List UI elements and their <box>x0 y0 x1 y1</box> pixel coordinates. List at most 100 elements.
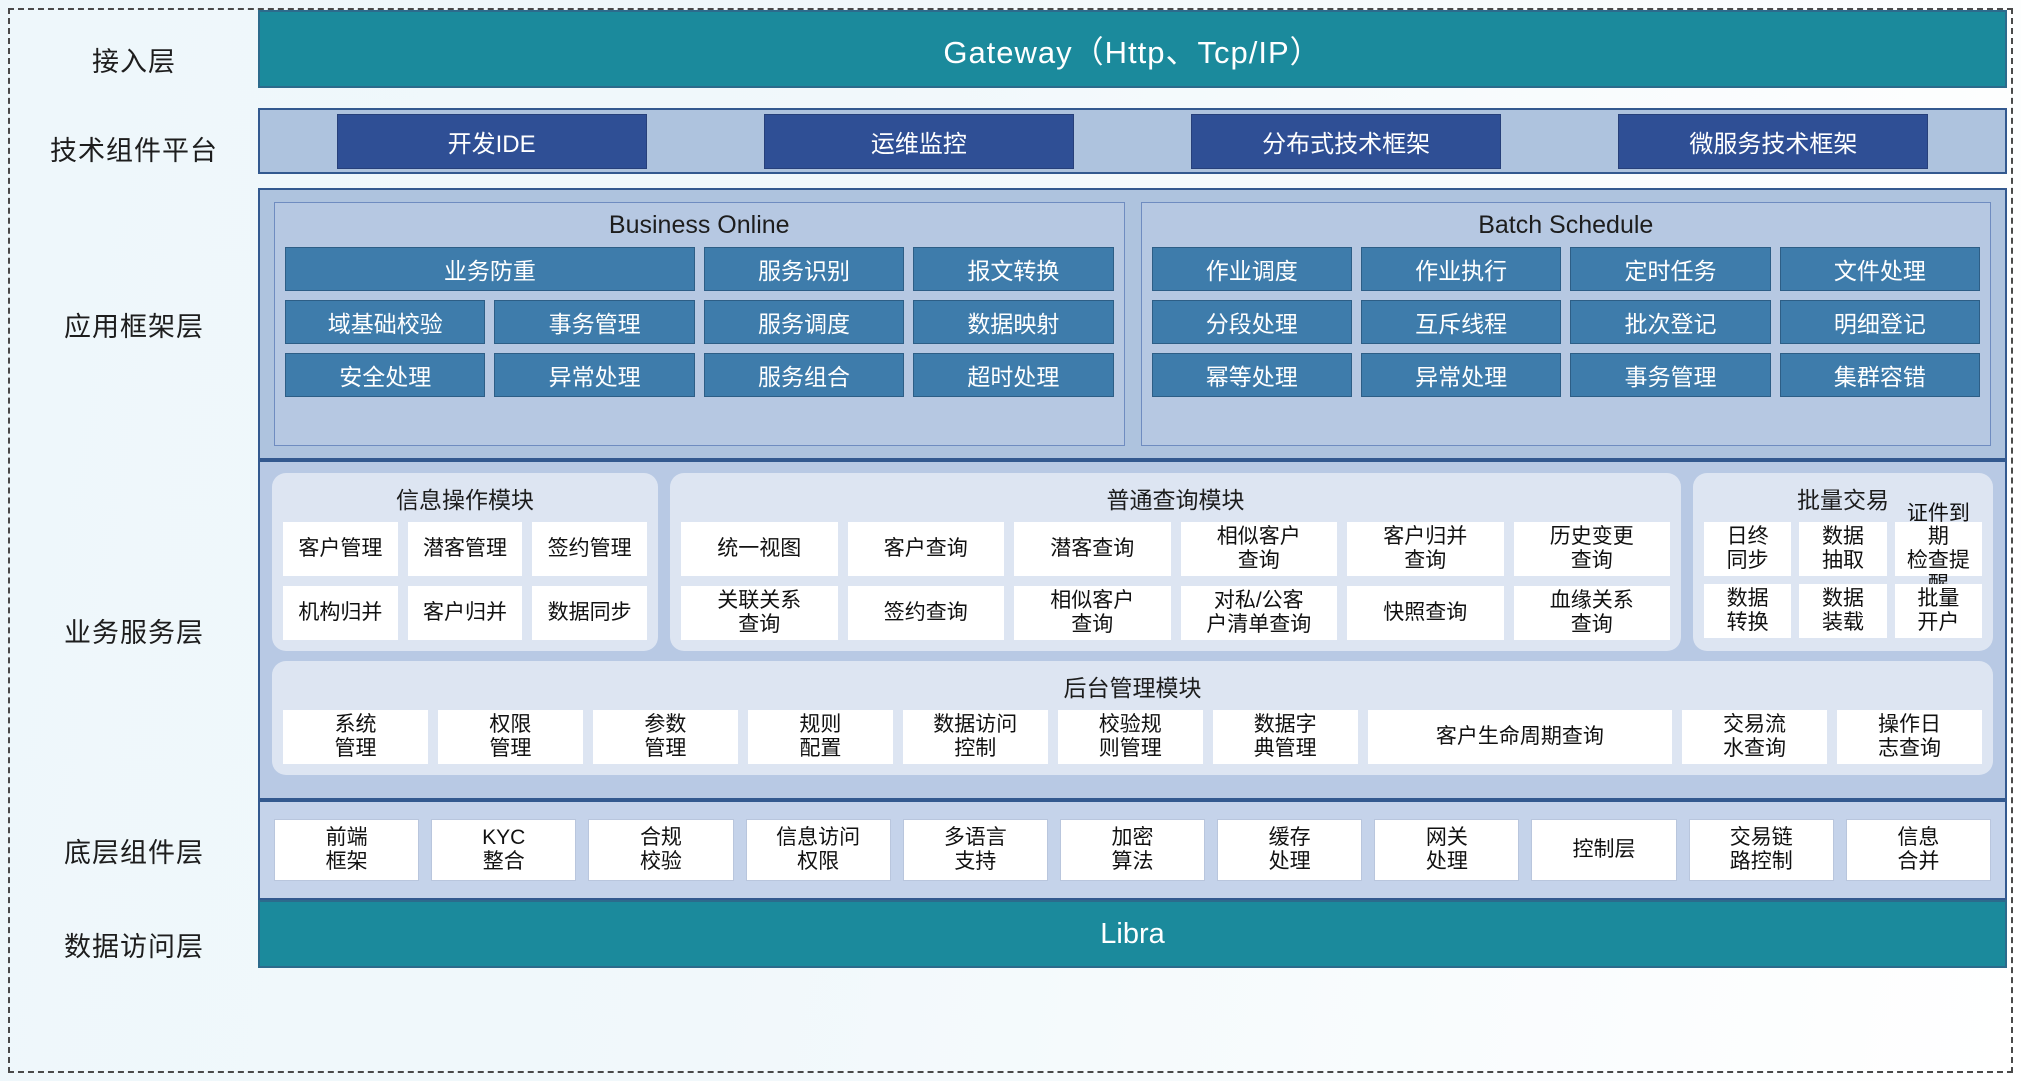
cell-unified-view[interactable]: 统一视图 <box>681 522 838 576</box>
cell-transaction-chain-control[interactable]: 交易链路控制 <box>1688 819 1834 881</box>
cell-system-mgmt[interactable]: 系统管理 <box>283 710 428 764</box>
cell-transaction-log-query[interactable]: 交易流水查询 <box>1682 710 1828 764</box>
cell-eod-sync[interactable]: 日终同步 <box>1704 522 1792 576</box>
layer-row-access: 接入层 Gateway（Http、Tcp/IP） <box>10 10 2007 108</box>
cell-data-sync[interactable]: 数据同步 <box>532 586 647 640</box>
layer-stack: 接入层 Gateway（Http、Tcp/IP） 技术组件平台 开发IDE 运维… <box>10 10 2007 1071</box>
cell-cache-processing[interactable]: 缓存处理 <box>1217 819 1363 881</box>
cell-service-dispatch[interactable]: 服务调度 <box>703 300 905 344</box>
cell-info-access-permission[interactable]: 信息访问权限 <box>745 819 891 881</box>
admin-module-grid: 系统管理 权限管理 参数管理 规则配置 数据访问控制 校验规则管理 数据字典管理… <box>283 710 1982 764</box>
layer-label-components: 底层组件层 <box>64 837 204 868</box>
cell-org-merge[interactable]: 机构归并 <box>283 586 398 640</box>
group-title-batch-schedule: Batch Schedule <box>1478 211 1654 239</box>
libra-bar[interactable]: Libra <box>258 900 2007 968</box>
cell-validation-rule-mgmt[interactable]: 校验规则管理 <box>1057 710 1203 764</box>
layer-label-appframe: 应用框架层 <box>64 311 204 342</box>
cell-batch-exception-processing[interactable]: 异常处理 <box>1360 353 1562 397</box>
cell-data-load[interactable]: 数据装载 <box>1799 584 1887 638</box>
cell-operation-log-query[interactable]: 操作日志查询 <box>1837 710 1982 764</box>
cell-gateway-processing[interactable]: 网关处理 <box>1374 819 1520 881</box>
cell-id-expiry-reminder[interactable]: 证件到期检查提醒 <box>1894 502 1982 596</box>
cell-lineage-query[interactable]: 血缘关系查询 <box>1513 586 1670 640</box>
tech-chip-microservice-framework[interactable]: 微服务技术框架 <box>1618 113 1929 169</box>
info-operation-grid: 客户管理 潜客管理 签约管理 机构归并 客户归并 数据同步 <box>283 522 647 640</box>
cell-domain-validation[interactable]: 域基础校验 <box>285 300 486 344</box>
tech-chip-ide[interactable]: 开发IDE <box>336 113 647 169</box>
layer-row-data: 数据访问层 Libra <box>10 900 2007 988</box>
cell-service-identify[interactable]: 服务识别 <box>703 247 905 291</box>
card-admin-module: 后台管理模块 系统管理 权限管理 参数管理 规则配置 数据访问控制 校验规则管理… <box>272 661 1993 775</box>
cell-permission-mgmt[interactable]: 权限管理 <box>437 710 583 764</box>
cell-contract-query[interactable]: 签约查询 <box>847 586 1004 640</box>
cell-business-dedup[interactable]: 业务防重 <box>285 247 695 291</box>
layer-row-service: 业务服务层 信息操作模块 客户管理 潜客管理 签约管理 机构归并 客户归 <box>10 460 2007 800</box>
group-title-business-online: Business Online <box>608 211 790 239</box>
cell-multilanguage-support[interactable]: 多语言支持 <box>902 819 1048 881</box>
layer-label-access: 接入层 <box>92 46 176 77</box>
cell-customer-merge-query[interactable]: 客户归并查询 <box>1347 522 1504 576</box>
cell-customer-merge[interactable]: 客户归并 <box>407 586 523 640</box>
cell-data-extract[interactable]: 数据抽取 <box>1799 522 1887 576</box>
common-query-grid: 统一视图 客户查询 潜客查询 相似客户查询 客户归并查询 历史变更查询 关联关系… <box>681 522 1670 640</box>
cell-similar-customer-query-2[interactable]: 相似客户查询 <box>1014 586 1171 640</box>
cell-rule-config[interactable]: 规则配置 <box>747 710 893 764</box>
business-service-band: 信息操作模块 客户管理 潜客管理 签约管理 机构归并 客户归并 数据同步 <box>258 460 2007 800</box>
cell-detail-registration[interactable]: 明细登记 <box>1779 300 1980 344</box>
cell-snapshot-query[interactable]: 快照查询 <box>1347 586 1504 640</box>
cell-customer-mgmt[interactable]: 客户管理 <box>283 522 398 576</box>
cell-segment-processing[interactable]: 分段处理 <box>1151 300 1352 344</box>
cell-timed-task[interactable]: 定时任务 <box>1570 247 1771 291</box>
cell-prospect-query[interactable]: 潜客查询 <box>1014 522 1171 576</box>
cell-prospect-mgmt[interactable]: 潜客管理 <box>407 522 523 576</box>
cell-exception-processing[interactable]: 异常处理 <box>494 353 695 397</box>
cell-data-access-control[interactable]: 数据访问控制 <box>902 710 1048 764</box>
cell-batch-registration[interactable]: 批次登记 <box>1570 300 1771 344</box>
cell-control-layer[interactable]: 控制层 <box>1531 819 1677 881</box>
cell-frontend-framework[interactable]: 前端框架 <box>274 819 420 881</box>
cell-job-execute[interactable]: 作业执行 <box>1360 247 1562 291</box>
cell-service-composition[interactable]: 服务组合 <box>703 353 905 397</box>
batch-schedule-grid: 作业调度 作业执行 定时任务 文件处理 分段处理 互斥线程 批次登记 明细登记 … <box>1151 247 1980 397</box>
cell-security-processing[interactable]: 安全处理 <box>285 353 486 397</box>
cell-retail-corporate-list-query[interactable]: 对私/公客户清单查询 <box>1180 586 1337 640</box>
cell-idempotent-processing[interactable]: 幂等处理 <box>1151 353 1352 397</box>
gateway-bar[interactable]: Gateway（Http、Tcp/IP） <box>258 10 2007 88</box>
card-title-batch-transaction: 批量交易 <box>1797 487 1889 513</box>
cell-job-schedule[interactable]: 作业调度 <box>1151 247 1352 291</box>
cell-batch-account-open[interactable]: 批量开户 <box>1894 584 1982 638</box>
cell-parameter-mgmt[interactable]: 参数管理 <box>592 710 738 764</box>
cell-batch-transaction-mgmt[interactable]: 事务管理 <box>1570 353 1771 397</box>
tech-chip-ops-monitor[interactable]: 运维监控 <box>763 113 1074 169</box>
cell-data-dictionary-mgmt[interactable]: 数据字典管理 <box>1212 710 1358 764</box>
cell-data-mapping[interactable]: 数据映射 <box>913 300 1114 344</box>
cell-customer-lifecycle-query[interactable]: 客户生命周期查询 <box>1367 710 1673 764</box>
cell-file-processing[interactable]: 文件处理 <box>1779 247 1980 291</box>
cell-history-change-query[interactable]: 历史变更查询 <box>1513 522 1670 576</box>
cell-info-merge[interactable]: 信息合并 <box>1845 819 1991 881</box>
cell-compliance-check[interactable]: 合规校验 <box>588 819 734 881</box>
card-common-query: 普通查询模块 统一视图 客户查询 潜客查询 相似客户查询 客户归并查询 历史变更… <box>670 473 1681 651</box>
card-title-common-query: 普通查询模块 <box>1106 487 1245 513</box>
cell-similar-customer-query[interactable]: 相似客户查询 <box>1180 522 1337 576</box>
layer-label-service: 业务服务层 <box>64 617 204 648</box>
cell-transaction-mgmt[interactable]: 事务管理 <box>494 300 695 344</box>
cell-relation-query[interactable]: 关联关系查询 <box>681 586 838 640</box>
cell-encryption-algorithm[interactable]: 加密算法 <box>1059 819 1206 881</box>
cell-customer-query[interactable]: 客户查询 <box>847 522 1004 576</box>
card-title-info-operation: 信息操作模块 <box>396 487 534 513</box>
cell-message-transform[interactable]: 报文转换 <box>913 247 1114 291</box>
layer-row-tech: 技术组件平台 开发IDE 运维监控 分布式技术框架 微服务技术框架 <box>10 108 2007 188</box>
cell-contract-mgmt[interactable]: 签约管理 <box>532 522 647 576</box>
cell-timeout-processing[interactable]: 超时处理 <box>913 353 1114 397</box>
service-top-row: 信息操作模块 客户管理 潜客管理 签约管理 机构归并 客户归并 数据同步 <box>272 473 1993 651</box>
cell-mutex-thread[interactable]: 互斥线程 <box>1360 300 1562 344</box>
cell-cluster-fault-tolerance[interactable]: 集群容错 <box>1779 353 1980 397</box>
tech-chip-distributed-framework[interactable]: 分布式技术框架 <box>1191 113 1502 169</box>
cell-data-transform[interactable]: 数据转换 <box>1704 584 1792 638</box>
